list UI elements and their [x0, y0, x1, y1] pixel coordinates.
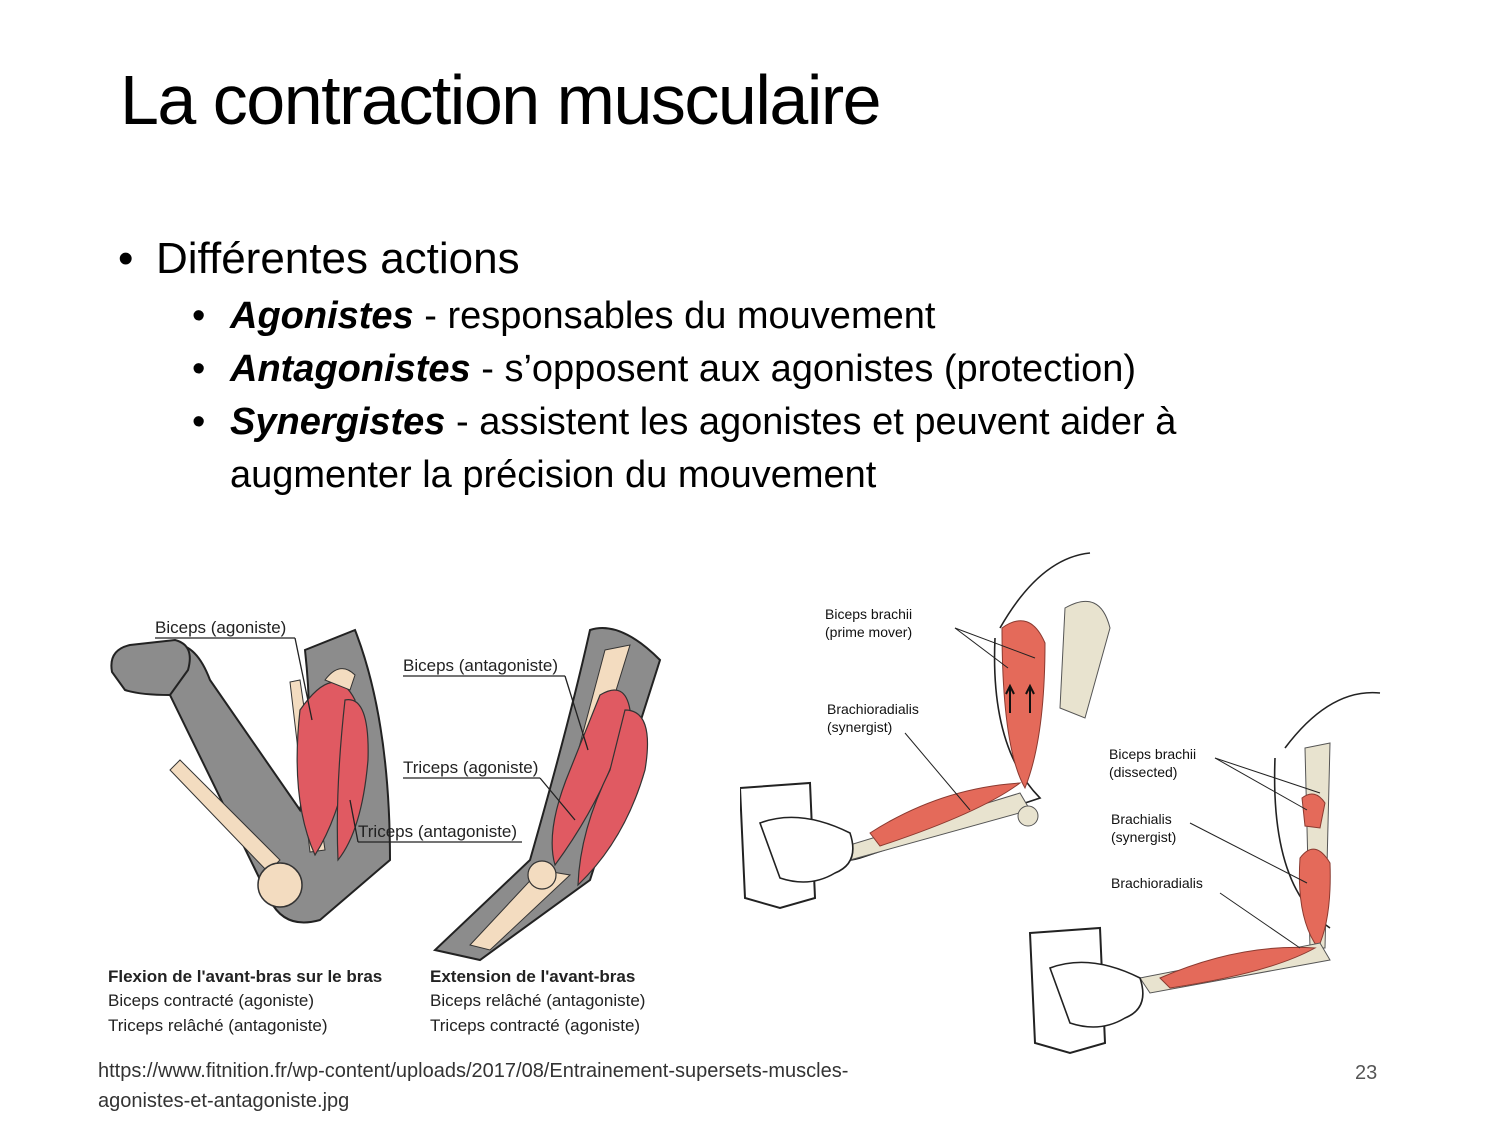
arm-flexion-extension-illustration: Biceps (agoniste) Biceps (antagoniste) T… — [108, 618, 662, 1035]
label-synergist-1: (synergist) — [827, 719, 892, 735]
bullet-main: • Différentes actions — [118, 228, 1418, 290]
label-prime-mover: (prime mover) — [825, 624, 912, 640]
caption-flexion-line2: Triceps relâché (antagoniste) — [108, 1016, 328, 1035]
desc-antagonistes: - s’opposent aux agonistes (protection) — [470, 348, 1137, 390]
bullet-dot: • — [192, 295, 206, 337]
caption-flexion-line1: Biceps contracté (agoniste) — [108, 991, 314, 1010]
label-triceps-agonist: Triceps (agoniste) — [403, 758, 538, 777]
caption-extension-line2: Triceps contracté (agoniste) — [430, 1016, 640, 1035]
sub-bullet-antagonistes: • Antagonistes - s’opposent aux agoniste… — [192, 343, 1418, 396]
label-brachialis: Brachialis — [1111, 811, 1172, 827]
label-synergist-2: (synergist) — [1111, 829, 1176, 845]
label-brachioradialis-synergist: Brachioradialis — [827, 701, 919, 717]
label-biceps-antagonist: Biceps (antagoniste) — [403, 656, 558, 675]
arm-dissected — [1028, 691, 1381, 1055]
slide-title: La contraction musculaire — [120, 61, 882, 139]
bullet-dot: • — [192, 348, 206, 390]
source-link[interactable]: https://www.fitnition.fr/wp-content/uplo… — [98, 1060, 849, 1112]
bullet-dot: • — [118, 234, 134, 283]
bullet-main-text: Différentes actions — [156, 234, 520, 283]
sub-bullet-agonistes: • Agonistes - responsables du mouvement — [192, 290, 1418, 343]
sub-bullet-synergistes: • Synergistes - assistent les agonistes … — [192, 396, 1418, 502]
flexed-arm — [110, 628, 392, 924]
arm-prime-mover — [740, 552, 1111, 910]
desc-agonistes: - responsables du mouvement — [413, 295, 936, 337]
bullet-dot: • — [192, 401, 206, 443]
label-biceps-brachii-prime: Biceps brachii — [825, 606, 912, 622]
term-antagonistes: Antagonistes — [230, 348, 471, 390]
desc-synergistes: - assistent les agonistes et peuvent aid… — [230, 401, 1177, 496]
caption-extension-line1: Biceps relâché (antagoniste) — [430, 991, 645, 1010]
label-biceps-agonist: Biceps (agoniste) — [155, 618, 286, 637]
page-number: 23 — [1355, 1062, 1378, 1084]
caption-flexion-title: Flexion de l'avant-bras sur le bras — [108, 967, 382, 986]
term-agonistes: Agonistes — [230, 295, 414, 337]
arm-synergist-illustration: Biceps brachii (prime mover) Brachioradi… — [740, 552, 1381, 1055]
label-biceps-brachii-dissected: Biceps brachii — [1109, 746, 1196, 762]
extended-arm — [432, 627, 662, 962]
label-dissected: (dissected) — [1109, 764, 1177, 780]
bullet-list: • Différentes actions • Agonistes - resp… — [118, 228, 1418, 502]
caption-extension-title: Extension de l'avant-bras — [430, 967, 635, 986]
label-triceps-antagonist: Triceps (antagoniste) — [358, 822, 517, 841]
label-brachioradialis: Brachioradialis — [1111, 875, 1203, 891]
term-synergistes: Synergistes — [230, 401, 446, 443]
